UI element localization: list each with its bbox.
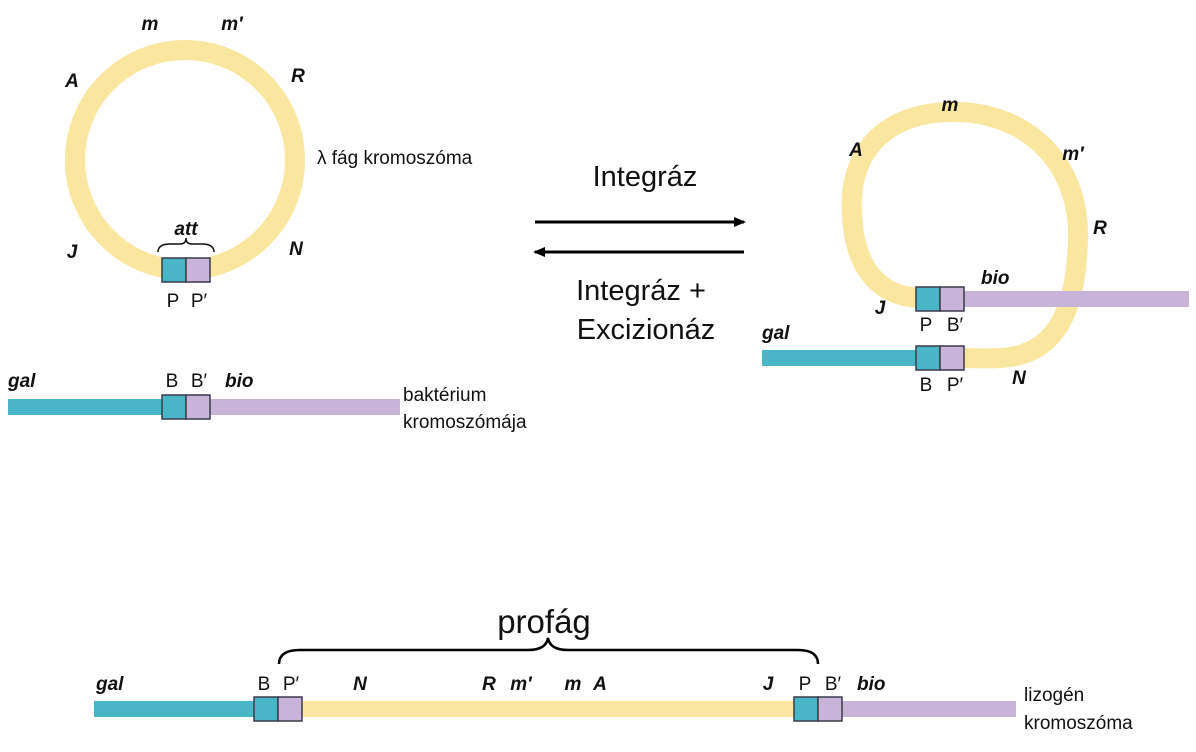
gene-label-A: A: [64, 71, 79, 92]
bottom-site-B-label: B: [920, 375, 933, 396]
site-P-prime-label: P′: [191, 291, 208, 312]
bio-label: bio: [981, 268, 1010, 289]
gene-label-N: N: [353, 674, 368, 695]
lysogenic-chromosome: profág gal B P′ N R m′ m A J P B′ bio li…: [94, 603, 1133, 734]
site-P-prime-label: P′: [283, 674, 300, 695]
gene-label-m-prime: m′: [510, 674, 533, 695]
gene-label-R: R: [482, 674, 496, 695]
gene-label-m: m: [142, 14, 159, 35]
gal-segment: [8, 399, 164, 415]
gal-label: gal: [95, 674, 124, 695]
bottom-site-B-box: [915, 345, 941, 371]
forward-reaction-label: Integráz: [593, 161, 698, 193]
bacterial-label-line2: kromoszómája: [403, 412, 527, 433]
site-P-label: P: [799, 674, 812, 695]
reverse-reaction-label-line1: Integráz +: [576, 275, 706, 307]
gene-label-m: m: [565, 674, 582, 695]
site-P-prime-box: [277, 696, 303, 722]
top-site-B-prime-label: B′: [947, 315, 964, 336]
phage-loop: [841, 101, 1089, 369]
bio-label: bio: [225, 371, 254, 392]
gene-label-A: A: [592, 674, 607, 695]
site-P-box: [793, 696, 819, 722]
reverse-reaction-label-line2: Excizionáz: [577, 314, 716, 346]
top-site-B-prime-box: [939, 286, 965, 312]
lysogen-label-line1: lizogén: [1024, 685, 1084, 706]
lysogen-label-line2: kromoszóma: [1024, 713, 1133, 734]
prophage-label: profág: [497, 603, 591, 640]
top-site-P-box: [915, 286, 941, 312]
bio-segment: [208, 399, 400, 415]
bottom-site-P-prime-box: [939, 345, 965, 371]
bio-segment: [842, 701, 1016, 717]
site-B-label: B: [166, 371, 179, 392]
gene-label-J: J: [67, 242, 78, 263]
site-B-box: [253, 696, 279, 722]
gene-label-N: N: [1012, 368, 1027, 389]
reaction-arrows: Integráz Integráz + Excizionáz: [533, 161, 746, 346]
bacterial-label-line1: baktérium: [403, 385, 486, 406]
site-B-label: B: [258, 674, 271, 695]
gene-label-J: J: [763, 674, 774, 695]
att-label: att: [174, 219, 198, 240]
gene-label-R: R: [291, 66, 305, 87]
gene-label-N: N: [289, 239, 304, 260]
site-P-prime-box: [185, 257, 211, 283]
site-B-box: [161, 394, 187, 420]
bottom-site-P-prime-label: P′: [947, 375, 964, 396]
gal-label: gal: [761, 323, 790, 344]
gene-label-A: A: [848, 140, 863, 161]
att-brace: [157, 237, 215, 253]
bio-label: bio: [857, 674, 886, 695]
gene-label-R: R: [1093, 218, 1107, 239]
bacterial-chromosome: gal B B′ bio baktérium kromoszómája: [7, 371, 527, 433]
site-P-box: [161, 257, 187, 283]
gal-segment: [762, 350, 918, 366]
prophage-brace: [277, 637, 820, 665]
synapsis-intermediate: m A m′ R J N bio gal P B′ B P′: [761, 95, 1189, 396]
gal-segment: [94, 701, 256, 717]
site-B-prime-box: [185, 394, 211, 420]
top-site-P-label: P: [920, 315, 933, 336]
bio-segment: [962, 291, 1189, 307]
gene-label-m: m: [942, 95, 959, 116]
phage-circle: att m m′ A R J N λ fág kromoszóma P P′: [64, 14, 473, 312]
gene-label-m-prime: m′: [1062, 144, 1085, 165]
gene-label-m-prime: m′: [221, 14, 244, 35]
prophage-segment: [302, 701, 794, 717]
site-B-prime-box: [817, 696, 843, 722]
gene-label-J: J: [875, 298, 886, 319]
site-B-prime-label: B′: [825, 674, 842, 695]
site-B-prime-label: B′: [191, 371, 208, 392]
site-P-label: P: [167, 291, 180, 312]
gal-label: gal: [7, 371, 36, 392]
phage-chromosome-label: λ fág kromoszóma: [317, 148, 473, 169]
